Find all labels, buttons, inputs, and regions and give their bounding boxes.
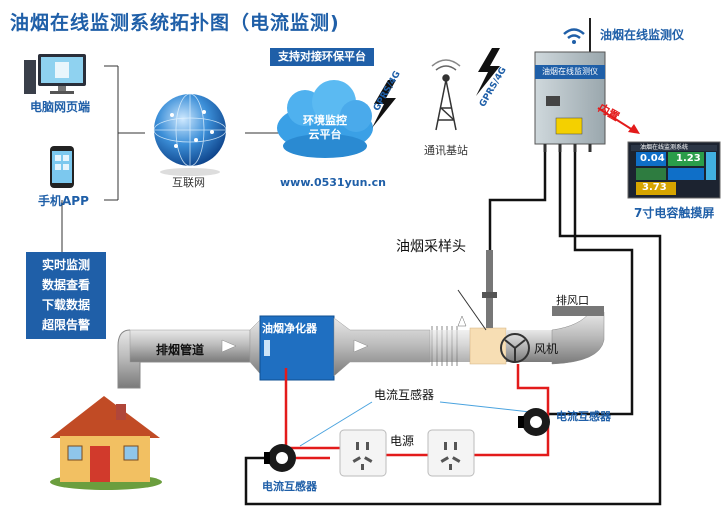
cloud-icon: [277, 80, 373, 158]
purifier-label: 油烟净化器: [262, 322, 317, 335]
sensor-label-top: 电流互感器: [374, 388, 435, 402]
screen-caption: 7寸电容触摸屏: [634, 206, 715, 220]
monitor-label: 油烟在线监测仪: [600, 28, 685, 42]
cloud-label: 环境监控 云平台: [290, 114, 360, 142]
platform-url: www.0531yun.cn: [280, 176, 386, 189]
internet-label: 互联网: [172, 176, 205, 189]
lightning-icon: [372, 48, 500, 128]
wifi-icon: [563, 28, 585, 44]
sample-cable: [488, 152, 547, 296]
function-item: 数据查看: [41, 278, 90, 292]
exhaust-pipe-label: 排烟管道: [156, 343, 205, 357]
function-item: 超限告警: [41, 318, 90, 332]
power-socket-icon: [339, 429, 387, 477]
touchscreen-icon: [627, 141, 721, 199]
power-socket-icon: [427, 429, 475, 477]
fan-label: 风机: [534, 342, 559, 356]
screen-value: 3.73: [642, 182, 667, 193]
cable-mid: [548, 152, 634, 416]
screen-value: 1.23: [676, 153, 701, 164]
sensor-label-right: 电流互感器: [556, 410, 611, 423]
cloud-line2: 云平台: [308, 128, 342, 141]
monitor-device-icon: [534, 18, 606, 152]
power-label: 电源: [390, 434, 415, 448]
smartphone-icon: [50, 146, 74, 188]
screen-header: 油烟在线监测系统: [640, 144, 689, 151]
duct: [117, 250, 605, 389]
cable-outer: [244, 152, 662, 506]
house-icon: [50, 396, 162, 490]
sensor-label-left: 电流互感器: [262, 480, 317, 493]
pc-label: 电脑网页端: [30, 100, 91, 114]
function-item: 下载数据: [41, 298, 90, 312]
app-label: 手机APP: [38, 194, 89, 208]
sensor-pointers: [299, 289, 531, 447]
computer-icon: [24, 54, 86, 94]
platform-banner: 支持对接环保平台: [270, 48, 374, 66]
function-list: 实时监测 数据查看 下载数据 超限告警: [26, 252, 106, 339]
tower-icon: [431, 59, 461, 131]
screen-value: 0.04: [640, 153, 665, 164]
globe-icon: [153, 93, 227, 176]
sampling-head-label: 油烟采样头: [396, 239, 466, 255]
cloud-line1: 环境监控: [303, 114, 347, 127]
builtin-arrow: [597, 107, 640, 134]
current-sensor-icon: [518, 408, 550, 436]
device-panel-text: 油烟在线监测仪: [542, 67, 598, 76]
current-sensor-icon: [264, 444, 296, 472]
outlet-label: 排风口: [556, 294, 589, 307]
client-bracket: [61, 65, 145, 252]
base-station-label: 通讯基站: [424, 144, 468, 157]
function-item: 实时监测: [41, 258, 90, 272]
page-title: 油烟在线监测系统拓扑图（电流监测): [10, 12, 340, 34]
